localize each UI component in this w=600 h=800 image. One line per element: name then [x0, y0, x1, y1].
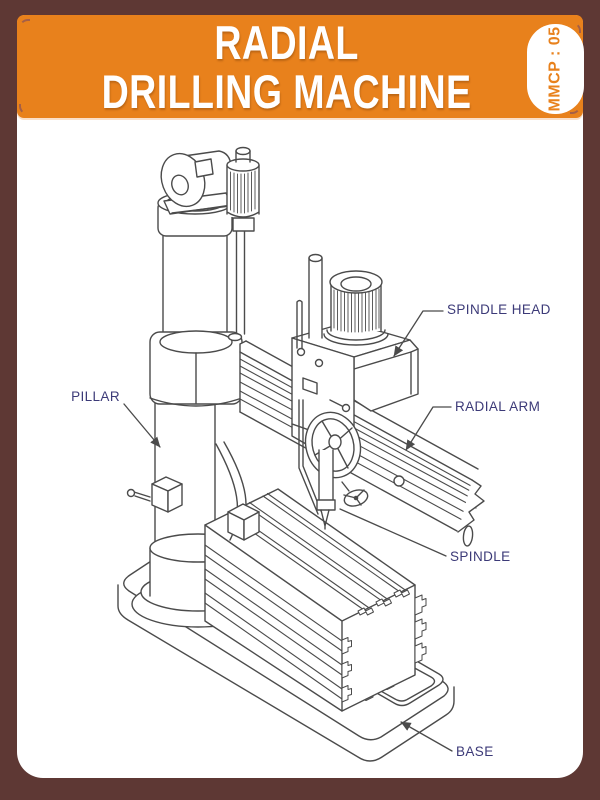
title-line-2: DRILLING MACHINE — [101, 64, 472, 118]
title-banner: RADIAL DRILLING MACHINE — [17, 15, 583, 118]
leader-spindle-head — [393, 310, 444, 357]
feed-knob — [341, 481, 369, 507]
label-spindle: SPINDLE — [450, 549, 511, 564]
leader-pillar — [123, 403, 161, 448]
label-spindle-head: SPINDLE HEAD — [447, 302, 551, 317]
banner-corner-tick — [19, 104, 30, 115]
arm-sleeve-drawing — [149, 330, 243, 407]
table-tslot-notches — [357, 589, 410, 616]
spindle-head-drawing — [291, 253, 419, 530]
label-base: BASE — [456, 744, 494, 759]
leader-lines — [123, 310, 453, 752]
pillar-clamps — [126, 476, 260, 541]
head-rods — [296, 253, 323, 349]
work-table-drawing — [204, 488, 427, 712]
spindle-quill — [316, 449, 336, 530]
leader-radial-arm — [405, 406, 452, 451]
label-radial-arm: RADIAL ARM — [455, 399, 541, 414]
leader-spindle — [339, 508, 447, 557]
leader-base — [400, 721, 453, 752]
page-title: RADIAL DRILLING MACHINE — [101, 18, 498, 116]
elevating-screw — [226, 146, 260, 335]
title-line-1: RADIAL — [214, 15, 359, 69]
table-edge-notches — [341, 594, 427, 703]
head-motor — [323, 270, 389, 346]
pillar-motor — [160, 150, 233, 215]
code-badge: MMCP : 05 — [527, 24, 584, 114]
label-pillar: PILLAR — [71, 389, 120, 404]
